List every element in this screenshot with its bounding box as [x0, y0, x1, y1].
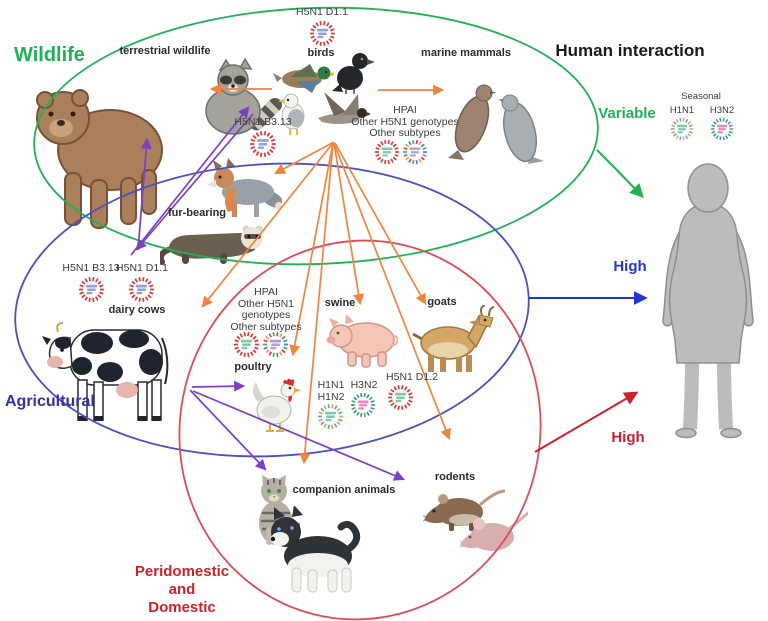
- birds-h5n1-d11-label: H5N1 D1.1: [296, 6, 348, 18]
- marine-mammals-label: marine mammals: [421, 47, 511, 59]
- goats-h5n1-d12-label: H5N1 D1.2: [386, 371, 438, 383]
- seasonal-label: Seasonal: [681, 91, 721, 102]
- poultry-label: poultry: [234, 361, 272, 373]
- wildlife-hpai-virus-icon-1: [374, 139, 400, 165]
- cows-h5n1-d11-virus-icon: [128, 276, 155, 303]
- goats-h5n1-d12-virus-icon: [387, 384, 414, 411]
- husky-dog-illustration: [266, 506, 364, 594]
- gull-illustration: [278, 92, 310, 136]
- seasonal-h3n2-label: H3N2: [709, 105, 735, 116]
- companion-animals-label: companion animals: [292, 484, 396, 496]
- birds-label: birds: [307, 47, 335, 59]
- wildlife-hpai-label: HPAI Other H5N1 genotypes Other subtypes: [351, 104, 459, 139]
- human-interaction-heading: Human interaction: [555, 41, 705, 60]
- birds-h5n1-d11-virus-icon: [309, 20, 336, 47]
- dairy-cows-label: dairy cows: [108, 304, 166, 316]
- wildlife-to-human-arrow: [596, 149, 644, 199]
- goats-label: goats: [427, 296, 457, 308]
- seasonal-h3n2-virus-icon: [710, 117, 734, 141]
- birds-h5n1-b313-virus-icon: [249, 130, 277, 158]
- chicken-illustration: [250, 374, 302, 434]
- poultry-hpai-virus-icon-1: [233, 331, 260, 358]
- swine-label: swine: [324, 297, 356, 309]
- peridomestic-region-heading: Peridomestic and Domestic: [135, 563, 229, 617]
- poultry-hpai-virus-icon-2: [262, 331, 289, 358]
- cows-h5n1-d11-label: H5N1 D1.1: [116, 262, 168, 274]
- cows-h5n1-b313-label: H5N1 B3.13: [62, 262, 120, 274]
- wildlife-interaction-level: Variable: [598, 105, 656, 122]
- cows-h5n1-b313-virus-icon: [78, 276, 105, 303]
- seasonal-h1n1-virus-icon: [670, 117, 694, 141]
- rodents-label: rodents: [434, 471, 476, 483]
- peridomestic-line-3: Domestic: [148, 599, 216, 616]
- pig-illustration: [326, 310, 398, 368]
- human-silhouette: [650, 163, 768, 445]
- peridomestic-line-2: and: [168, 581, 196, 598]
- agricultural-interaction-level: High: [613, 258, 647, 275]
- wildlife-hpai-virus-icon-2: [402, 139, 428, 165]
- terrestrial-wildlife-label: terrestrial wildlife: [119, 45, 211, 57]
- birds-h5n1-b313-label: H5N1 B3.13: [234, 116, 292, 128]
- swine-h3n2-virus-icon: [350, 392, 376, 418]
- mouse-illustration: [460, 510, 528, 556]
- seals-illustration: [448, 78, 550, 164]
- swine-h1-virus-icon: [317, 403, 344, 430]
- ferret-illustration: [160, 220, 268, 266]
- goat-illustration: [410, 305, 494, 373]
- swine-h3n2-label: H3N2: [350, 379, 378, 391]
- swine-h1n1-h1n2-label: H1N1 H1N2: [317, 379, 345, 403]
- agricultural-region-heading: Agricultural: [5, 393, 95, 410]
- wildlife-region-heading: Wildlife: [14, 44, 85, 66]
- poultry-hpai-label: HPAI Other H5N1 genotypes Other subtypes: [230, 286, 302, 333]
- peridomestic-interaction-level: High: [611, 429, 645, 446]
- bear-illustration: [25, 78, 170, 238]
- peridomestic-line-1: Peridomestic: [134, 563, 230, 580]
- seasonal-h1n1-label: H1N1: [669, 105, 695, 116]
- fur-bearing-label: fur-bearing: [167, 207, 227, 219]
